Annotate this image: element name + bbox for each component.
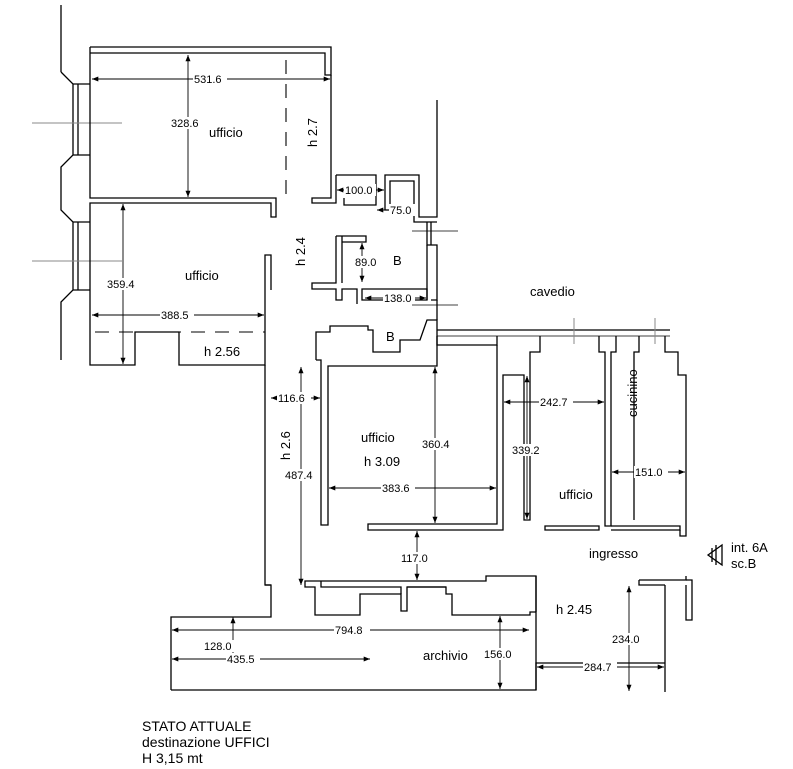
dim-328-6: 328.6 (171, 118, 199, 130)
dim-156-0: 156.0 (484, 649, 512, 661)
notes-line-1: STATO ATTUALE (142, 718, 252, 734)
facade-left (32, 5, 122, 360)
height-labels: h 2.7 h 2.4 h 2.56 h 3.09 h 2.6 h 2.45 (204, 118, 592, 617)
dim-128-0: 128.0 (204, 641, 232, 653)
height-ingresso: h 2.45 (556, 602, 592, 617)
corridor-left (170, 365, 272, 690)
dim-234-0: 234.0 (612, 634, 640, 646)
height-top: h 2.7 (305, 118, 320, 147)
dim-531-6: 531.6 (194, 74, 222, 86)
entrance-label: int. 6A sc.B (731, 540, 768, 571)
dim-242-7: 242.7 (540, 397, 568, 409)
room-archivio (171, 575, 537, 691)
room-cucinino (633, 336, 687, 537)
label-ufficio-left: ufficio (185, 268, 219, 283)
room-ufficio-top (89, 46, 337, 366)
dim-383-6: 383.6 (382, 483, 410, 495)
dim-339-2: 339.2 (512, 445, 540, 457)
dim-435-5: 435.5 (227, 654, 255, 666)
entrance-line-2: sc.B (731, 556, 756, 571)
room-ufficio-center (316, 336, 541, 531)
label-cucinino: cucinino (625, 369, 640, 417)
label-ufficio-top: ufficio (209, 125, 243, 140)
label-ingresso: ingresso (589, 546, 638, 561)
dim-75-0: 75.0 (390, 205, 411, 217)
notes-line-2: destinazione UFFICI (142, 734, 270, 750)
room-bagno-1 (311, 235, 428, 304)
height-left: h 2.56 (204, 344, 240, 359)
dim-117-0: 117.0 (401, 553, 428, 565)
dim-388-5: 388.5 (161, 310, 189, 322)
notes-line-3: H 3,15 mt (142, 750, 203, 766)
dim-487-4: 487.4 (285, 470, 313, 482)
dim-284-7: 284.7 (584, 662, 612, 674)
dim-794-8: 794.8 (335, 625, 363, 637)
dimension-labels: 531.6 328.6 100.0 75.0 89.0 138.0 359.4 … (106, 73, 668, 674)
dim-89-0: 89.0 (355, 257, 376, 269)
height-corridor: h 2.6 (278, 431, 293, 460)
dim-360-4: 360.4 (422, 439, 450, 451)
label-cavedio: cavedio (530, 284, 575, 299)
dimension-lines (92, 55, 685, 691)
room-bagno-2 (315, 300, 438, 360)
dim-116-6: 116.6 (278, 393, 305, 405)
dim-359-4: 359.4 (107, 279, 135, 291)
label-ufficio-center: ufficio (361, 430, 395, 445)
cavedio-edge (436, 318, 670, 346)
plan-notes: STATO ATTUALE destinazione UFFICI H 3,15… (142, 718, 270, 766)
dim-151-0: 151.0 (635, 467, 663, 479)
dim-138-0: 138.0 (384, 293, 412, 305)
entrance-arrow-icon (706, 543, 723, 567)
label-ufficio-right: ufficio (559, 487, 593, 502)
height-bagno: h 2.4 (293, 237, 308, 266)
entrance-line-1: int. 6A (731, 540, 768, 555)
label-bagno-1: B (393, 253, 402, 268)
room-labels: ufficio ufficio B B cavedio ufficio uffi… (185, 125, 640, 663)
central-shaft (336, 100, 458, 306)
dim-100-0: 100.0 (345, 185, 373, 197)
label-archivio: archivio (423, 648, 468, 663)
label-bagno-2: B (386, 329, 395, 344)
height-center: h 3.09 (364, 454, 400, 469)
room-ufficio-right (544, 336, 681, 531)
